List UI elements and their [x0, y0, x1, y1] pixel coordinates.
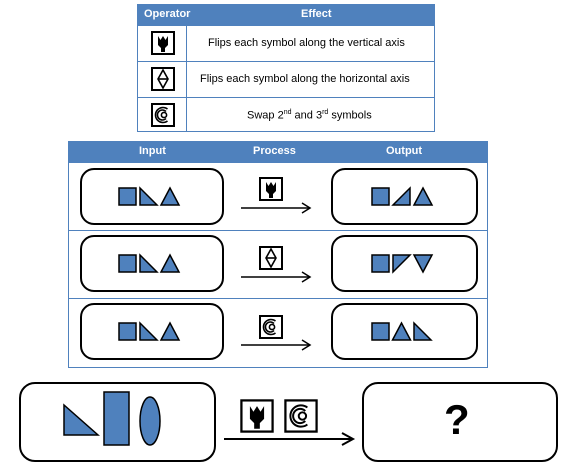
vertical-flip-operator-icon	[259, 177, 283, 201]
square-shape	[371, 322, 390, 341]
operator-row-horizontal-flip: Flips each symbol along the horizontal a…	[138, 61, 434, 98]
process-arrow	[241, 202, 312, 214]
question-input-shapes	[63, 391, 161, 446]
question-input-box	[19, 382, 216, 462]
horizontal-flip-operator-icon	[151, 67, 175, 91]
process-row-3	[69, 298, 487, 367]
square-shape	[371, 254, 390, 273]
output-column-header: Output	[386, 145, 423, 157]
square-shape	[118, 322, 137, 341]
triangle-shape	[159, 253, 181, 273]
input-box	[80, 235, 224, 292]
square-shape	[371, 187, 390, 206]
triangle-shape	[159, 321, 181, 341]
triangle-shape	[391, 321, 412, 341]
input-column-header: Input	[139, 145, 166, 157]
flipped-right-triangle-shape	[392, 254, 412, 274]
swap-operator-icon	[284, 399, 318, 433]
output-box	[331, 235, 478, 292]
operator-row-swap: Swap 2nd and 3rd symbols	[138, 97, 434, 134]
output-shapes	[371, 186, 434, 206]
effect-column-header: Effect	[301, 8, 332, 20]
right-triangle-shape	[63, 403, 100, 436]
answer-box: ?	[362, 382, 558, 462]
input-shapes	[118, 186, 181, 206]
operator-table: Operator Effect Flips each symbol along …	[137, 4, 435, 132]
vertical-flip-effect-text: Flips each symbol along the vertical axi…	[208, 37, 405, 49]
right-triangle-shape	[413, 321, 433, 341]
process-row-2	[69, 230, 487, 299]
process-table: Input Process Output	[68, 141, 488, 368]
mirrored-right-triangle-shape	[391, 186, 411, 206]
ellipse-shape	[139, 396, 161, 446]
process-column-header: Process	[253, 145, 296, 157]
swap-operator-icon	[151, 103, 175, 127]
square-shape	[118, 254, 137, 273]
tall-rectangle-shape	[103, 391, 130, 446]
output-shapes	[371, 321, 433, 341]
input-box	[80, 303, 224, 360]
output-shapes	[371, 254, 434, 274]
process-arrow	[241, 339, 312, 351]
operator-row-vertical-flip: Flips each symbol along the vertical axi…	[138, 25, 434, 62]
horizontal-flip-effect-text: Flips each symbol along the horizontal a…	[200, 73, 410, 85]
question-arrow	[224, 432, 356, 446]
process-arrow	[241, 271, 312, 283]
triangle-shape	[412, 186, 434, 206]
right-triangle-shape	[139, 321, 159, 341]
operator-table-divider	[186, 25, 187, 131]
process-table-header: Input Process Output	[69, 142, 487, 162]
vertical-flip-operator-icon	[240, 399, 274, 433]
operator-table-header: Operator Effect	[138, 5, 434, 25]
output-box	[331, 168, 478, 225]
inverted-triangle-shape	[412, 254, 434, 274]
operator-column-header: Operator	[144, 8, 191, 20]
vertical-flip-operator-icon	[151, 31, 175, 55]
output-box	[331, 303, 478, 360]
input-shapes	[118, 253, 181, 273]
triangle-shape	[159, 186, 181, 206]
right-triangle-shape	[139, 253, 159, 273]
swap-operator-icon	[259, 315, 283, 339]
input-box	[80, 168, 224, 225]
swap-effect-text: Swap 2nd and 3rd symbols	[247, 109, 372, 122]
horizontal-flip-operator-icon	[259, 246, 283, 270]
question-mark: ?	[444, 396, 470, 443]
right-triangle-shape	[139, 186, 159, 206]
input-shapes	[118, 321, 181, 341]
square-shape	[118, 187, 137, 206]
process-row-1	[69, 162, 487, 231]
